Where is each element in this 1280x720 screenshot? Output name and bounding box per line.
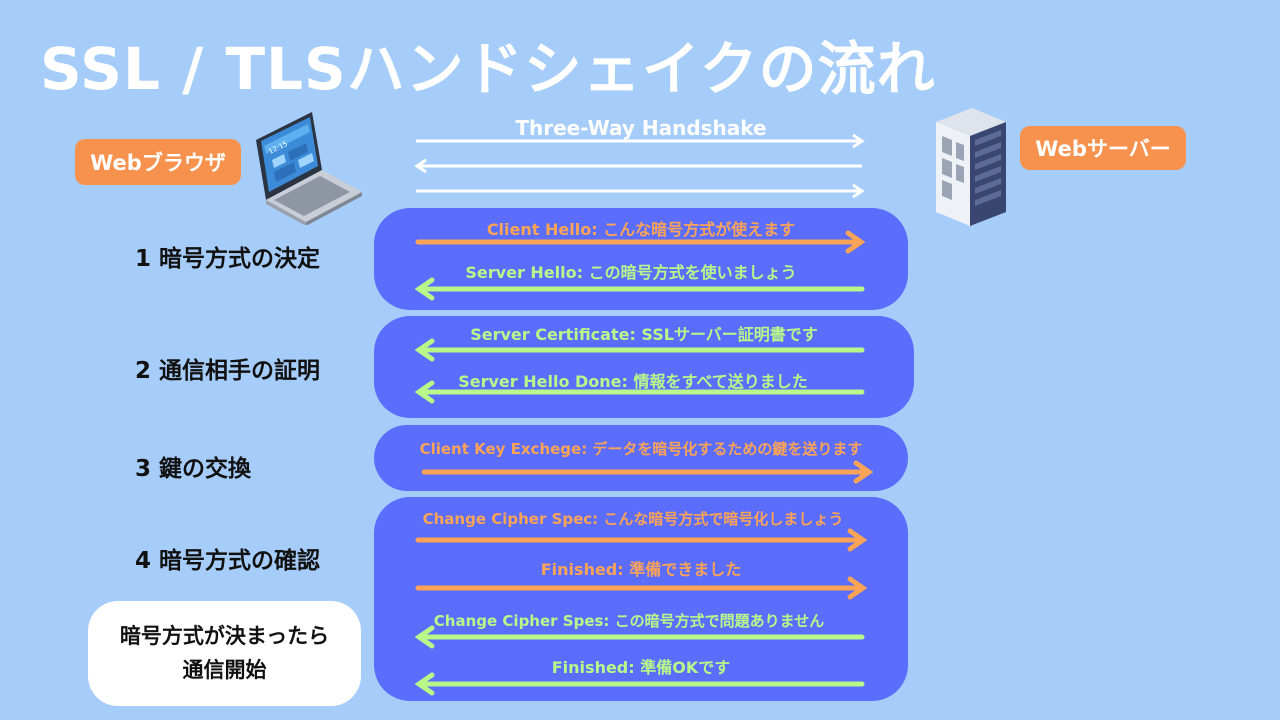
server-hello-message: Server Hello: この暗号方式を使いましょう [465, 263, 797, 282]
finished-client-arrow [415, 576, 868, 600]
server-rack-icon [936, 108, 1006, 226]
step4-label: 4 暗号方式の確認 [135, 548, 321, 574]
page-title: SSL / TLSハンドシェイクの流れ [40, 35, 936, 103]
change-cipher-client-arrow [415, 528, 868, 552]
handshake-arrow-1 [416, 133, 865, 149]
step3-panel [374, 425, 908, 491]
client-key-exchange-message: Client Key Exchege: データを暗号化するための鍵を送ります [419, 440, 863, 458]
note-box: 暗号方式が決まったら 通信開始 [88, 601, 361, 706]
client-hello-message: Client Hello: こんな暗号方式が使えます [486, 220, 796, 239]
change-cipher-client-message: Change Cipher Spec: こんな暗号方式で暗号化しましょう [422, 510, 844, 528]
finished-client-message: Finished: 準備できました [540, 560, 742, 579]
step2-panel [374, 316, 914, 418]
client-key-exchange-arrow [421, 460, 874, 484]
server-certificate-message: Server Certificate: SSLサーバー証明書です [470, 325, 818, 344]
server-hello-done-message: Server Hello Done: 情報をすべて送りました [458, 372, 808, 391]
handshake-label: Three-Way Handshake [515, 116, 767, 140]
step4-panel [374, 497, 908, 701]
handshake-arrow-3 [416, 183, 865, 199]
server-hello-done-arrow [414, 380, 865, 404]
laptop-icon: 12:15 [256, 112, 362, 225]
server-label: Webサーバー [1020, 126, 1186, 170]
finished-server-arrow [414, 672, 865, 696]
server-hello-arrow [414, 277, 865, 301]
change-cipher-server-message: Change Cipher Spes: この暗号方式で問題ありません [433, 612, 825, 630]
client-hello-arrow [415, 230, 866, 254]
note-line1: 暗号方式が決まったら [119, 623, 330, 648]
handshake-arrow-2 [414, 158, 862, 174]
note-line2: 通信開始 [182, 657, 267, 682]
step1-label: 1 暗号方式の決定 [135, 246, 321, 272]
step1-panel [374, 208, 908, 310]
change-cipher-server-arrow [414, 625, 865, 649]
finished-server-message: Finished: 準備OKです [551, 658, 731, 677]
server-certificate-arrow [414, 338, 865, 362]
step2-label: 2 通信相手の証明 [135, 358, 321, 384]
step3-label: 3 鍵の交換 [135, 456, 252, 482]
browser-label: Webブラウザ [75, 139, 241, 185]
